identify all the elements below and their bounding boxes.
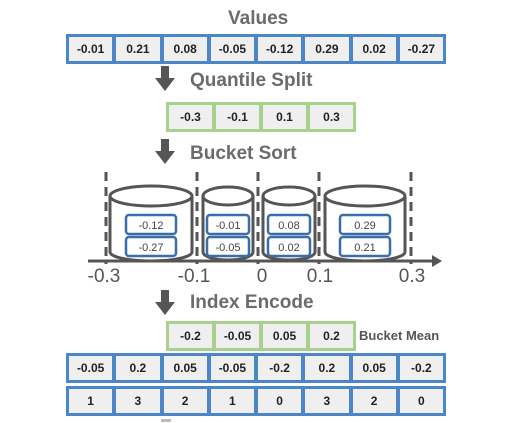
value-cell: -0.27 bbox=[399, 37, 443, 61]
bucket-item-value: 0.08 bbox=[278, 220, 299, 232]
axis-tick-label: -0.1 bbox=[178, 266, 211, 287]
value-cell: -0.01 bbox=[69, 37, 113, 61]
quantile-split-title: Quantile Split bbox=[190, 70, 313, 91]
index-cell: 3 bbox=[116, 389, 160, 413]
decoded-value-cell: -0.2 bbox=[258, 356, 302, 380]
down-arrow-icon bbox=[155, 290, 175, 315]
down-arrow-icon bbox=[155, 66, 175, 91]
value-cell: 0.29 bbox=[305, 37, 349, 61]
bucket-item-box bbox=[338, 213, 392, 236]
bucket-diagram: -0.12 -0.27 -0.01 -0.05 0.08 0.02 0.29 0.21 -0.… bbox=[88, 172, 442, 287]
bucket-item-value: -0.05 bbox=[215, 242, 240, 254]
continuation-mark bbox=[161, 419, 171, 422]
bucket-mean-cell: -0.05 bbox=[216, 324, 259, 348]
quantile-cell: -0.1 bbox=[216, 105, 259, 129]
quantile-cell: -0.3 bbox=[169, 105, 212, 129]
bucket-item-box bbox=[266, 213, 312, 236]
decoded-value-cell: -0.2 bbox=[399, 356, 443, 380]
bucket-mean-cell: 0.05 bbox=[263, 324, 306, 348]
value-cell: -0.05 bbox=[210, 37, 254, 61]
decoded-value-cell: 0.2 bbox=[305, 356, 349, 380]
bucket-item-value: -0.27 bbox=[138, 242, 163, 254]
decoded-value-cell: 0.2 bbox=[116, 356, 160, 380]
down-arrow-icon bbox=[155, 139, 175, 164]
axis-tick-label: 0.1 bbox=[307, 266, 333, 287]
value-cell: 0.02 bbox=[352, 37, 396, 61]
bucket-sort-title: Bucket Sort bbox=[190, 143, 297, 164]
bucket-mean-label: Bucket Mean bbox=[359, 328, 440, 343]
index-cell: 3 bbox=[305, 389, 349, 413]
bucket-mean-cell: -0.2 bbox=[169, 324, 212, 348]
decoded-value-cell: -0.05 bbox=[210, 356, 254, 380]
bucket-item-value: 0.02 bbox=[278, 242, 299, 254]
index-encode-title: Index Encode bbox=[190, 292, 314, 313]
index-cell: 2 bbox=[352, 389, 396, 413]
bucket-item-box bbox=[124, 213, 178, 236]
bucket-item-box bbox=[205, 235, 251, 258]
decoded-value-cell: 0.05 bbox=[163, 356, 207, 380]
bucket-item-value: -0.01 bbox=[215, 220, 240, 232]
axis-arrowhead-icon bbox=[432, 255, 442, 267]
bucket-item-box bbox=[266, 235, 312, 258]
index-cell: 1 bbox=[69, 389, 113, 413]
quantile-cell: 0.3 bbox=[310, 105, 353, 129]
bucket-item-value: 0.29 bbox=[354, 220, 375, 232]
decoded-value-cell: -0.05 bbox=[69, 356, 113, 380]
bucket-item-value: -0.12 bbox=[138, 220, 163, 232]
bucket-item-box bbox=[338, 235, 392, 258]
axis-tick-label: 0 bbox=[257, 266, 268, 287]
bucket-item-value: 0.21 bbox=[354, 242, 375, 254]
decoded-value-cell: 0.05 bbox=[352, 356, 396, 380]
bucket-item-box bbox=[205, 213, 251, 236]
bucket-item-box bbox=[124, 235, 178, 258]
axis-tick-label: 0.3 bbox=[399, 266, 425, 287]
index-cell: 1 bbox=[210, 389, 254, 413]
index-cell: 0 bbox=[399, 389, 443, 413]
axis-tick-label: -0.3 bbox=[88, 266, 121, 287]
index-cell: 2 bbox=[163, 389, 207, 413]
index-cell: 0 bbox=[258, 389, 302, 413]
bucket-mean-cell: 0.2 bbox=[310, 324, 353, 348]
quantile-cell: 0.1 bbox=[263, 105, 306, 129]
values-title: Values bbox=[228, 8, 289, 29]
value-cell: 0.21 bbox=[116, 37, 160, 61]
value-cell: 0.08 bbox=[163, 37, 207, 61]
value-cell: -0.12 bbox=[258, 37, 302, 61]
